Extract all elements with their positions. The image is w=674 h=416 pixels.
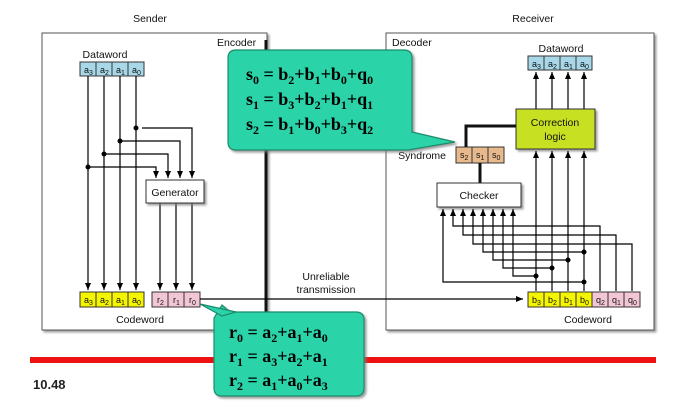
parity-eq-2: r2 = a1+a0+a3 bbox=[229, 370, 328, 393]
svg-text:q2: q2 bbox=[596, 295, 605, 307]
receiver-title: Receiver bbox=[512, 13, 554, 25]
svg-text:q1: q1 bbox=[612, 295, 621, 307]
parity-eq-0: r0 = a2+a1+a0 bbox=[229, 322, 328, 345]
checker-label: Checker bbox=[459, 190, 499, 202]
syndrome-register: s2 s1 s0 bbox=[455, 146, 505, 164]
svg-text:s0: s0 bbox=[492, 150, 501, 162]
svg-text:b3: b3 bbox=[532, 295, 541, 307]
channel-label-2: transmission bbox=[297, 284, 356, 296]
svg-text:b0: b0 bbox=[580, 295, 589, 307]
receiver-dataword-label: Dataword bbox=[539, 43, 584, 55]
syndrome-eq-0: s0 = b2+b1+b0+q0 bbox=[246, 64, 373, 87]
sender-dataword-text: a0 bbox=[132, 65, 141, 77]
receiver-codeword: b3 b2 b1 b0 q2 q1 q0 bbox=[527, 291, 641, 308]
sender-dataword-text: a1 bbox=[116, 65, 125, 77]
correction-label-1: Correction bbox=[531, 117, 580, 129]
parity-equations-callout: r0 = a2+a1+a0 r1 = a3+a2+a1 r2 = a1+a0+a… bbox=[199, 303, 365, 397]
generator-label: Generator bbox=[151, 187, 199, 199]
sender-title: Sender bbox=[133, 13, 167, 25]
svg-text:a0: a0 bbox=[132, 295, 141, 307]
generator-box bbox=[145, 179, 205, 204]
sender-codeword-label: Codeword bbox=[116, 314, 164, 326]
svg-text:r2: r2 bbox=[157, 295, 164, 307]
decoder-label: Decoder bbox=[392, 37, 432, 49]
sender-junctions bbox=[85, 125, 139, 170]
receiver-box bbox=[385, 32, 655, 331]
syndrome-label: Syndrome bbox=[398, 150, 446, 162]
svg-text:r0: r0 bbox=[189, 295, 196, 307]
sender-dataword-text: a2 bbox=[100, 65, 109, 77]
svg-text:a1: a1 bbox=[564, 59, 573, 71]
svg-text:r1: r1 bbox=[173, 295, 180, 307]
parity-eq-1: r1 = a3+a2+a1 bbox=[229, 346, 328, 369]
receiver-dataword: a3 a2 a1 a0 bbox=[527, 55, 593, 71]
checker-box bbox=[436, 182, 522, 208]
svg-text:b2: b2 bbox=[548, 295, 557, 307]
sender-dataword-label: Dataword bbox=[83, 49, 128, 61]
svg-text:q0: q0 bbox=[628, 295, 637, 307]
svg-text:s1: s1 bbox=[476, 150, 485, 162]
syndrome-equations-callout: s0 = b2+b1+b0+q0 s1 = b3+b2+b1+q1 s2 = b… bbox=[227, 49, 456, 151]
syndrome-eq-2: s2 = b1+b0+b3+q2 bbox=[246, 114, 373, 137]
svg-text:a3: a3 bbox=[532, 59, 541, 71]
receiver-junctions bbox=[533, 249, 587, 285]
svg-text:a1: a1 bbox=[116, 295, 125, 307]
correction-logic-box bbox=[515, 108, 596, 150]
encoder-label: Encoder bbox=[217, 37, 257, 49]
syndrome-eq-1: s1 = b3+b2+b1+q1 bbox=[246, 89, 373, 112]
svg-text:a2: a2 bbox=[548, 59, 557, 71]
svg-text:a2: a2 bbox=[100, 295, 109, 307]
channel-label-1: Unreliable bbox=[302, 271, 349, 283]
svg-text:b1: b1 bbox=[564, 295, 573, 307]
sender-codeword: a3 a2 a1 a0 r2 r1 r0 bbox=[79, 291, 201, 308]
sender-wires bbox=[85, 76, 195, 290]
svg-text:s2: s2 bbox=[460, 150, 469, 162]
figure-number: 10.48 bbox=[33, 377, 66, 392]
receiver-codeword-label: Codeword bbox=[564, 314, 612, 326]
svg-text:a3: a3 bbox=[84, 295, 93, 307]
svg-text:a0: a0 bbox=[580, 59, 589, 71]
correction-output-arrows bbox=[533, 72, 587, 109]
correction-label-2: logic bbox=[544, 131, 566, 143]
syndrome-bus bbox=[464, 124, 516, 183]
sender-dataword-text: a3 bbox=[84, 65, 93, 77]
sender-dataword: a3 a2 a1 a0 bbox=[79, 61, 145, 77]
